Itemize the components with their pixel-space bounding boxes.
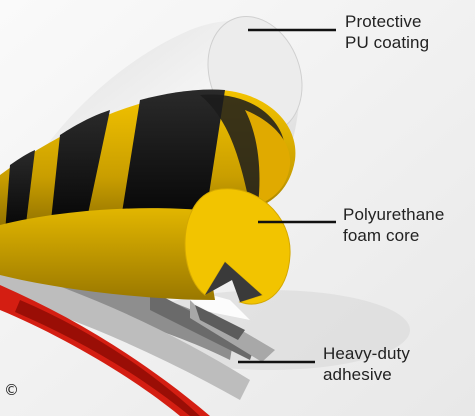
label-pu-coating: Protective PU coating xyxy=(345,11,429,53)
label-adhesive-line2: adhesive xyxy=(323,365,392,384)
label-adhesive-line1: Heavy-duty xyxy=(323,344,410,363)
label-foam-core-line1: Polyurethane xyxy=(343,205,445,224)
label-foam-core-line2: foam core xyxy=(343,226,420,245)
label-foam-core: Polyurethane foam core xyxy=(343,204,444,246)
copyright-mark: © xyxy=(4,381,19,399)
label-pu-coating-line2: PU coating xyxy=(345,33,430,52)
label-pu-coating-line1: Protective xyxy=(345,12,422,31)
label-adhesive: Heavy-duty adhesive xyxy=(323,343,410,385)
foam-core xyxy=(0,188,291,305)
